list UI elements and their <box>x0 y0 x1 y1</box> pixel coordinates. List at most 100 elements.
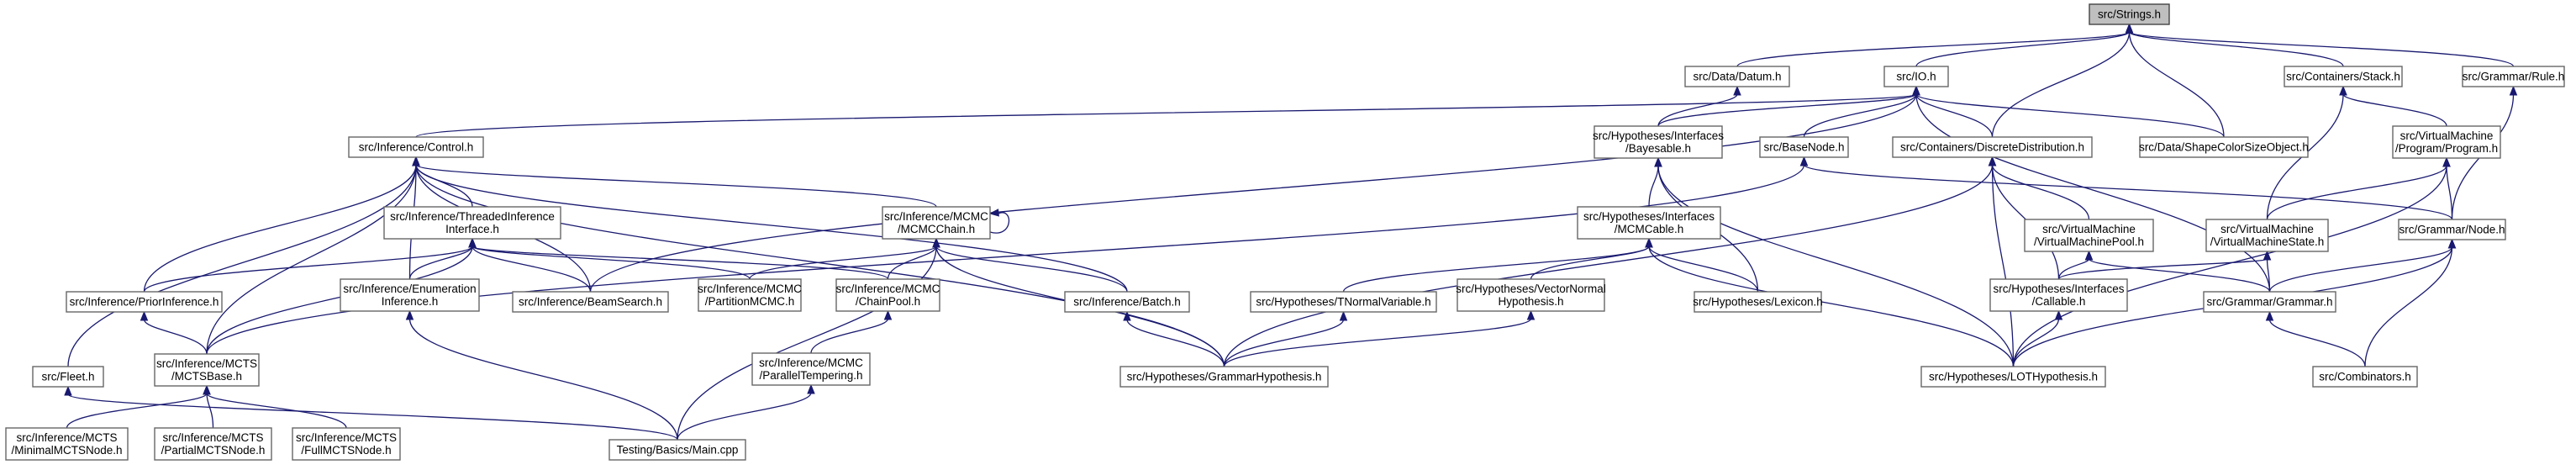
edge-basenode-mctsbase <box>206 156 1809 355</box>
node-main[interactable]: Testing/Basics/Main.cpp <box>608 439 746 461</box>
node-beam[interactable]: src/Inference/BeamSearch.h <box>512 291 669 313</box>
node-tempering[interactable]: src/Inference/MCMC/ParallelTempering.h <box>751 352 871 386</box>
edge-batch-grammarhyp <box>1123 310 1225 367</box>
node-label: src/Inference/MCMC <box>698 283 802 295</box>
node-label: src/Inference/MCMC <box>884 210 988 223</box>
node-vmstate[interactable]: src/VirtualMachine/VirtualMachineState.h <box>2205 219 2329 252</box>
node-box <box>1892 136 2093 158</box>
node-tnormal[interactable]: src/Hypotheses/TNormalVariable.h <box>1250 291 1437 313</box>
node-bayesable[interactable]: src/Hypotheses/Interfaces/Bayesable.h <box>1593 125 1724 159</box>
node-label: src/Hypotheses/Interfaces <box>1583 210 1715 223</box>
node-lexicon[interactable]: src/Hypotheses/Lexicon.h <box>1693 291 1823 313</box>
node-label: Hypothesis.h <box>1498 295 1563 308</box>
node-combinators[interactable]: src/Combinators.h <box>2312 366 2418 388</box>
node-mctsbase[interactable]: src/Inference/MCTS/MCTSBase.h <box>154 353 260 387</box>
node-box <box>1759 136 1849 158</box>
node-mcmcable[interactable]: src/Hypotheses/Interfaces/MCMCable.h <box>1577 206 1721 240</box>
node-program[interactable]: src/VirtualMachine/Program/Program.h <box>2392 125 2501 159</box>
node-box <box>751 352 871 386</box>
node-label: src/Data/Datum.h <box>1693 71 1781 83</box>
node-label: Testing/Basics/Main.cpp <box>617 444 739 457</box>
node-chainpool[interactable]: src/Inference/MCMC/ChainPool.h <box>835 278 940 312</box>
node-box <box>2392 125 2501 159</box>
node-label: src/Inference/MCTS <box>296 431 397 444</box>
node-callable[interactable]: src/Hypotheses/Interfaces/Callable.h <box>1989 278 2128 312</box>
edge-program-vmstate <box>2266 156 2451 220</box>
node-label: /MinimalMCTSNode.h <box>11 444 122 457</box>
node-stack[interactable]: src/Containers/Stack.h <box>2284 66 2403 87</box>
node-box <box>1883 66 1949 87</box>
node-minimal[interactable]: src/Inference/MCTS/MinimalMCTSNode.h <box>5 427 129 461</box>
node-box <box>512 291 669 313</box>
node-prior[interactable]: src/Inference/PriorInference.h <box>66 291 223 313</box>
node-box <box>292 427 401 461</box>
node-grammar[interactable]: src/Grammar/Grammar.h <box>2203 291 2336 313</box>
node-label: /VirtualMachinePool.h <box>2034 235 2144 248</box>
node-gnode[interactable]: src/Grammar/Node.h <box>2398 219 2506 240</box>
edge-basenode-gnode <box>1799 156 2453 220</box>
edge-datum-bayesable <box>1657 85 1741 127</box>
edge-strings-rule <box>2125 23 2515 67</box>
node-label: /Callable.h <box>2032 295 2086 308</box>
edge-tempering-main <box>677 383 815 441</box>
edge-mcmcable-lothyp <box>1645 237 2015 367</box>
node-label: src/Hypotheses/VectorNormal <box>1456 283 1606 295</box>
node-rule[interactable]: src/Grammar/Rule.h <box>2462 66 2565 87</box>
node-label: /FullMCTSNode.h <box>301 444 391 457</box>
node-box <box>348 136 484 158</box>
edge-callable-lothyp <box>2012 309 2063 367</box>
node-label: src/Containers/Stack.h <box>2286 71 2400 83</box>
node-threaded[interactable]: src/Inference/ThreadedInferenceInterface… <box>383 206 561 240</box>
node-box <box>340 278 480 312</box>
edge-chainpool-tempering <box>810 309 893 354</box>
edge-strings-discrete <box>1991 23 2134 138</box>
edge-program-gnode <box>2442 156 2453 220</box>
node-label: src/Fleet.h <box>41 371 94 383</box>
edge-mcmcchain-batch <box>932 237 1128 293</box>
node-box <box>1250 291 1437 313</box>
node-grammarhyp[interactable]: src/Hypotheses/GrammarHypothesis.h <box>1119 366 1329 388</box>
node-box <box>2024 219 2154 252</box>
node-lothyp[interactable]: src/Hypotheses/LOTHypothesis.h <box>1920 366 2106 388</box>
node-box <box>2284 66 2403 87</box>
node-box <box>1920 366 2106 388</box>
node-box <box>1064 291 1190 313</box>
node-mcmcchain[interactable]: src/Inference/MCMC/MCMCChain.h <box>882 206 991 240</box>
node-control[interactable]: src/Inference/Control.h <box>348 136 484 158</box>
node-basenode[interactable]: src/BaseNode.h <box>1759 136 1849 158</box>
node-shape[interactable]: src/Data/ShapeColorSizeObject.h <box>2139 136 2309 158</box>
node-partition[interactable]: src/Inference/MCMC/PartitionMCMC.h <box>698 278 802 312</box>
node-partial[interactable]: src/Inference/MCTS/PartialMCTSNode.h <box>154 427 272 461</box>
node-vmpool[interactable]: src/VirtualMachine/VirtualMachinePool.h <box>2024 219 2154 252</box>
node-label: src/BaseNode.h <box>1763 141 1844 154</box>
node-label: /PartialMCTSNode.h <box>161 444 266 457</box>
node-box <box>2312 366 2418 388</box>
node-box <box>2462 66 2565 87</box>
edge-control-mctsbase <box>206 156 420 355</box>
node-full[interactable]: src/Inference/MCTS/FullMCTSNode.h <box>292 427 401 461</box>
edge-strings-datum <box>1736 23 2134 67</box>
node-box <box>2089 3 2170 25</box>
node-label: Interface.h <box>445 223 499 235</box>
node-box <box>608 439 746 461</box>
node-discrete[interactable]: src/Containers/DiscreteDistribution.h <box>1892 136 2093 158</box>
node-label: src/Hypotheses/TNormalVariable.h <box>1256 296 1430 309</box>
node-box <box>2203 291 2336 313</box>
edge-discrete-callable <box>1988 156 2060 280</box>
node-fleet[interactable]: src/Fleet.h <box>32 366 104 388</box>
edge-io-bayesable <box>1657 85 1920 127</box>
node-box <box>1457 278 1605 312</box>
node-datum[interactable]: src/Data/Datum.h <box>1684 66 1790 87</box>
node-label: src/Grammar/Node.h <box>2399 224 2505 236</box>
node-label: /MCTSBase.h <box>171 370 242 383</box>
node-label: src/Inference/Enumeration <box>343 283 476 295</box>
node-batch[interactable]: src/Inference/Batch.h <box>1064 291 1190 313</box>
edge-mcmcchain-partition <box>749 237 940 280</box>
node-strings[interactable]: src/Strings.h <box>2089 3 2170 25</box>
node-io[interactable]: src/IO.h <box>1883 66 1949 87</box>
node-box <box>835 278 940 312</box>
node-box <box>2139 136 2309 158</box>
